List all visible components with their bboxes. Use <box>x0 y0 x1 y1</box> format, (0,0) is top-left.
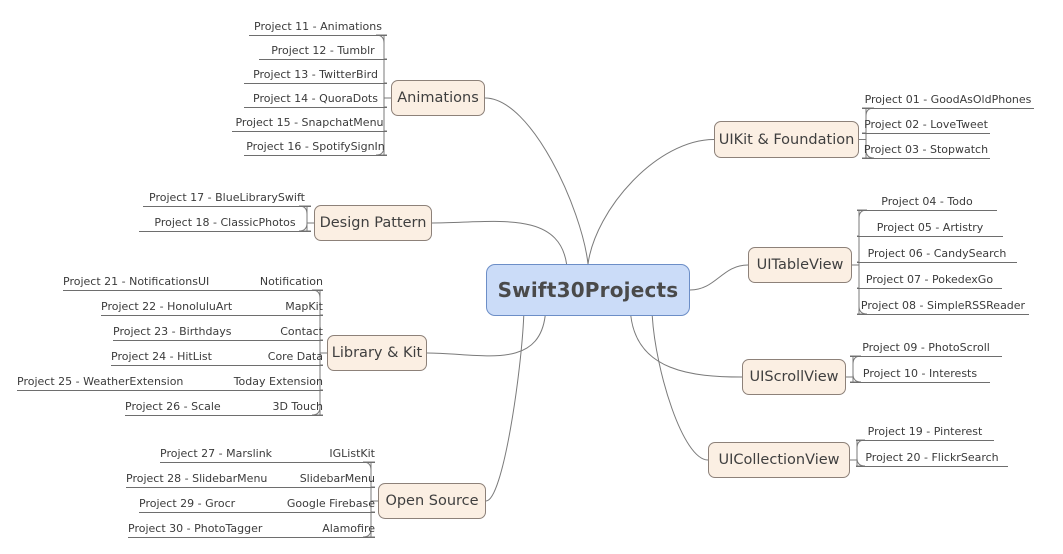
leaf-node[interactable]: Project 22 - HonoluluArt MapKit <box>101 300 323 316</box>
branch-node-uiscrollview[interactable]: UIScrollView <box>742 359 846 395</box>
leaf-node[interactable]: Project 14 - QuoraDots <box>244 92 387 108</box>
leaf-title: Project 13 - TwitterBird <box>253 68 378 81</box>
branch-node-label: UICollectionView <box>718 452 840 468</box>
leaf-node[interactable]: Project 29 - Grocr Google Firebase <box>139 497 375 513</box>
branch-node-label: Animations <box>397 90 479 106</box>
branch-node-design-pattern[interactable]: Design Pattern <box>314 205 432 241</box>
leaf-title: Project 16 - SpotifySignIn <box>246 140 385 153</box>
leaf-title: Project 22 - HonoluluArt <box>101 300 233 313</box>
leaf-node[interactable]: Project 04 - Todo <box>857 195 997 211</box>
branch-node-open-source[interactable]: Open Source <box>378 483 486 519</box>
leaf-node[interactable]: Project 09 - PhotoScroll <box>850 341 1002 357</box>
leaf-node[interactable]: Project 30 - PhotoTagger Alamofire <box>128 522 375 538</box>
leaf-node[interactable]: Project 21 - NotificationsUI Notification <box>63 275 323 291</box>
leaf-title: Project 21 - NotificationsUI <box>63 275 210 288</box>
leaf-title: Project 24 - HitList <box>111 350 212 363</box>
leaf-title: Project 11 - Animations <box>254 20 382 33</box>
leaf-title: Project 09 - PhotoScroll <box>862 341 990 354</box>
leaf-node[interactable]: Project 16 - SpotifySignIn <box>244 140 387 156</box>
branch-node-animations[interactable]: Animations <box>391 80 485 116</box>
leaf-node[interactable]: Project 11 - Animations <box>249 20 387 36</box>
leaf-node[interactable]: Project 08 - SimpleRSSReader <box>857 299 1029 315</box>
leaf-node[interactable]: Project 20 - FlickrSearch <box>856 451 1008 467</box>
branch-node-label: Open Source <box>385 493 479 509</box>
leaf-title: Project 20 - FlickrSearch <box>865 451 999 464</box>
leaf-title: Project 03 - Stopwatch <box>863 143 989 156</box>
branch-node-label: UIKit & Foundation <box>718 131 855 148</box>
leaf-node[interactable]: Project 27 - Marslink IGListKit <box>160 447 375 463</box>
leaf-title: Project 17 - BlueLibrarySwift <box>149 191 305 204</box>
leaf-node[interactable]: Project 26 - Scale 3D Touch <box>125 400 323 416</box>
leaf-tag: IGListKit <box>329 447 375 460</box>
branch-node-uitableview[interactable]: UITableView <box>748 247 852 283</box>
leaf-title: Project 08 - SimpleRSSReader <box>860 299 1026 312</box>
leaf-node[interactable]: Project 02 - LoveTweet <box>862 118 990 134</box>
leaf-node[interactable]: Project 13 - TwitterBird <box>244 68 387 84</box>
leaf-tag: Core Data <box>267 350 323 363</box>
leaf-title: Project 15 - SnapchatMenu <box>235 116 384 129</box>
leaf-node[interactable]: Project 06 - CandySearch <box>857 247 1017 263</box>
leaf-tag: Today Extension <box>233 375 323 388</box>
leaf-node[interactable]: Project 17 - BlueLibrarySwift <box>143 191 311 207</box>
leaf-title: Project 10 - Interests <box>862 367 978 380</box>
leaf-node[interactable]: Project 28 - SlidebarMenu SlidebarMenu <box>126 472 375 488</box>
leaf-node[interactable]: Project 03 - Stopwatch <box>862 143 990 159</box>
leaf-title: Project 28 - SlidebarMenu <box>126 472 268 485</box>
branch-node-uikit-foundation[interactable]: UIKit & Foundation <box>714 121 859 158</box>
root-node-swift30projects[interactable]: Swift30Projects <box>486 264 690 316</box>
leaf-title: Project 29 - Grocr <box>139 497 236 510</box>
leaf-title: Project 30 - PhotoTagger <box>128 522 263 535</box>
leaf-tag: Alamofire <box>322 522 375 535</box>
leaf-title: Project 23 - Birthdays <box>113 325 232 338</box>
branch-node-label: UIScrollView <box>749 369 839 385</box>
leaf-node[interactable]: Project 23 - Birthdays Contact <box>113 325 323 341</box>
leaf-title: Project 05 - Artistry <box>876 221 984 234</box>
leaf-node[interactable]: Project 10 - Interests <box>850 367 990 383</box>
leaf-title: Project 07 - PokedexGo <box>865 273 994 286</box>
leaf-node[interactable]: Project 18 - ClassicPhotos <box>139 216 311 232</box>
leaf-title: Project 25 - WeatherExtension <box>17 375 184 388</box>
leaf-node[interactable]: Project 25 - WeatherExtension Today Exten… <box>17 375 323 391</box>
leaf-tag: Contact <box>280 325 323 338</box>
leaf-title: Project 26 - Scale <box>125 400 221 413</box>
leaf-node[interactable]: Project 15 - SnapchatMenu <box>232 116 387 132</box>
leaf-title: Project 14 - QuoraDots <box>253 92 378 105</box>
leaf-title: Project 01 - GoodAsOldPhones <box>864 93 1032 106</box>
branch-node-library-kit[interactable]: Library & Kit <box>327 335 427 371</box>
branch-node-uicollectionview[interactable]: UICollectionView <box>708 442 850 478</box>
leaf-node[interactable]: Project 01 - GoodAsOldPhones <box>862 93 1034 109</box>
leaf-title: Project 12 - Tumblr <box>271 44 375 57</box>
leaf-title: Project 18 - ClassicPhotos <box>154 216 296 229</box>
leaf-node[interactable]: Project 07 - PokedexGo <box>857 273 1002 289</box>
branch-node-label: Library & Kit <box>331 345 423 361</box>
leaf-tag: MapKit <box>285 300 323 313</box>
leaf-node[interactable]: Project 12 - Tumblr <box>259 44 387 60</box>
leaf-tag: Google Firebase <box>286 497 375 510</box>
leaf-tag: SlidebarMenu <box>299 472 375 485</box>
leaf-tag: 3D Touch <box>272 400 323 413</box>
leaf-title: Project 02 - LoveTweet <box>864 118 988 131</box>
leaf-title: Project 04 - Todo <box>881 195 973 208</box>
leaf-tag: Notification <box>259 275 323 288</box>
leaf-node[interactable]: Project 19 - Pinterest <box>856 425 994 441</box>
branch-node-label: UITableView <box>756 257 844 273</box>
leaf-title: Project 27 - Marslink <box>160 447 273 460</box>
leaf-node[interactable]: Project 24 - HitList Core Data <box>111 350 323 366</box>
leaf-title: Project 06 - CandySearch <box>867 247 1007 260</box>
leaf-node[interactable]: Project 05 - Artistry <box>857 221 1003 237</box>
leaf-title: Project 19 - Pinterest <box>867 425 983 438</box>
branch-node-label: Design Pattern <box>319 215 427 231</box>
